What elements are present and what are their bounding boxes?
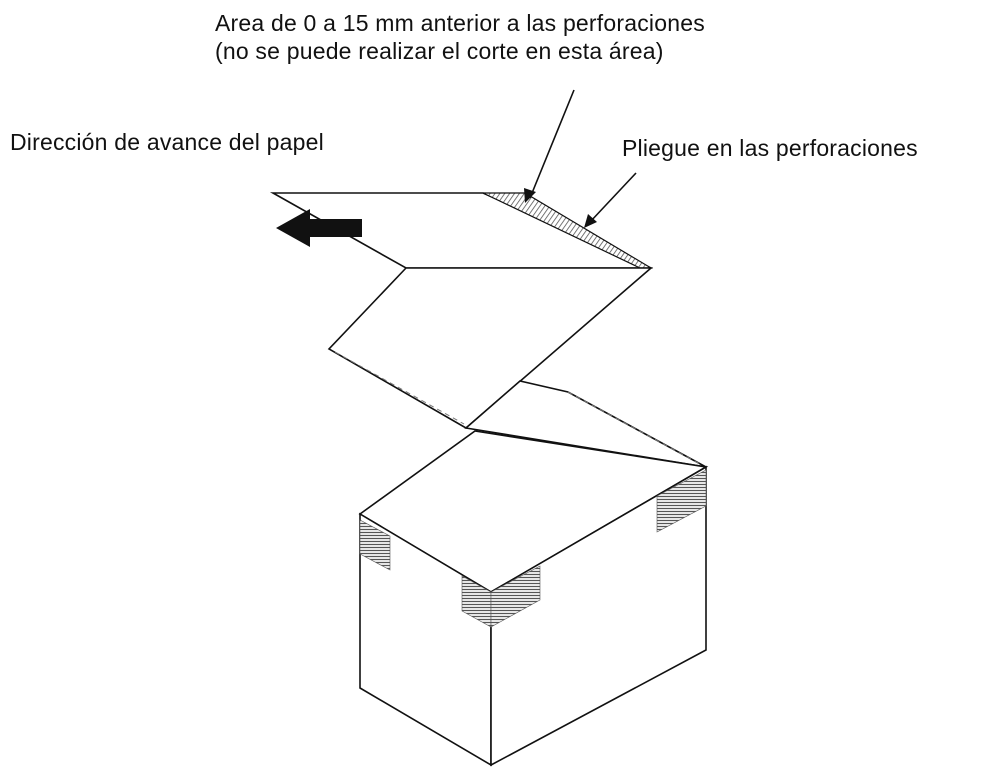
no-cut-area-label: Area de 0 a 15 mm anterior a las perfora…	[215, 9, 705, 65]
stack-perforation-hatch-right	[656, 469, 707, 533]
middle-paper-sheet	[327, 267, 654, 429]
no-cut-area-label-line2: (no se puede realizar el corte en esta á…	[215, 38, 664, 64]
fold-pointer	[589, 172, 637, 223]
pointer-lines	[524, 89, 637, 228]
no-cut-area-label-line1: Area de 0 a 15 mm anterior a las perfora…	[215, 10, 705, 36]
no-cut-area-pointer	[529, 89, 575, 199]
stack-right-face	[490, 465, 707, 767]
perforation-fold-label: Pliegue en las perforaciones	[622, 135, 918, 161]
stack-perforation-hatch-left	[359, 519, 391, 571]
arrow-left-icon	[276, 209, 362, 247]
paper-stack-box	[358, 430, 709, 767]
paper-direction-label: Dirección de avance del papel	[10, 129, 324, 155]
stack-perforation-hatch-center-right	[490, 565, 541, 628]
